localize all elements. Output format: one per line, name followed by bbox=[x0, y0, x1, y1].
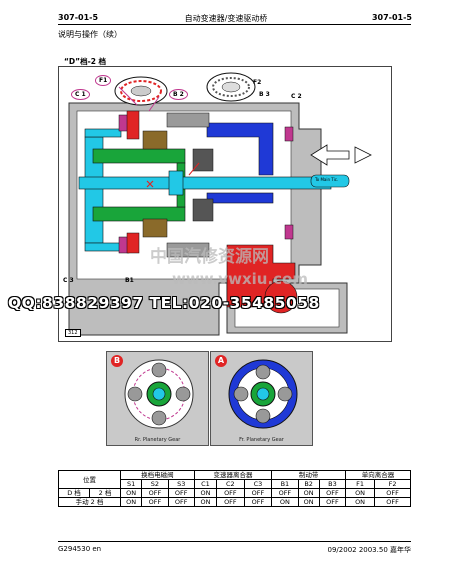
col-header: S2 bbox=[141, 479, 169, 489]
page-number-right: 307-01-5 bbox=[371, 13, 412, 22]
table-cell: ON bbox=[193, 497, 218, 507]
table-group-header-row: 位置 换档电磁阀 变速器离合器 制动带 单向离合器 bbox=[58, 470, 411, 489]
table-cell: ON bbox=[193, 488, 218, 498]
main-shaft bbox=[78, 176, 332, 190]
col-header: S3 bbox=[167, 479, 195, 489]
page-number-left: 307-01-5 bbox=[58, 13, 99, 22]
panel-a-caption: Fr. Planetary Gear bbox=[239, 437, 284, 443]
row-label-main: 手动 2 档 bbox=[58, 497, 121, 507]
col-header: B2 bbox=[297, 479, 320, 489]
red-member-lower bbox=[126, 232, 140, 254]
col-header: B3 bbox=[318, 479, 347, 489]
operation-matrix-table: 位置 换档电磁阀 变速器离合器 制动带 单向离合器 S1 S2 S3 C1 C2… bbox=[58, 470, 411, 507]
table-cell: OFF bbox=[318, 488, 347, 498]
table-cell: OFF bbox=[243, 497, 273, 507]
section-title: 说明与操作（续） bbox=[58, 30, 122, 39]
rear-planetary-gear-diagram bbox=[124, 359, 194, 429]
table-cell: OFF bbox=[141, 488, 169, 498]
header-shift-solenoids: 换档电磁阀 bbox=[120, 470, 195, 480]
green-hub-lower bbox=[92, 206, 186, 222]
label-b3: B 3 bbox=[259, 91, 270, 98]
c2-plates bbox=[284, 126, 294, 142]
table-cell: ON bbox=[119, 488, 143, 498]
figure-title: “D”档-2 档 bbox=[64, 57, 107, 66]
header-clutches: 变速器离合器 bbox=[193, 470, 273, 480]
table-cell: ON bbox=[119, 497, 143, 507]
table-cell: ON bbox=[345, 488, 376, 498]
row-label-main: D 档 bbox=[58, 488, 90, 498]
label-c2: C 2 bbox=[291, 93, 302, 100]
table-cell: OFF bbox=[141, 497, 169, 507]
label-b2: B 2 bbox=[169, 89, 188, 100]
label-shaft-arrow: To Main Tic. bbox=[315, 177, 339, 182]
table-row: 手动 2 档 ON OFF OFF ON OFF OFF ON ON OFF O… bbox=[58, 497, 411, 507]
label-c3: C 3 bbox=[63, 277, 74, 284]
differential-red bbox=[226, 244, 296, 308]
header-one-way-clutches: 单向离合器 bbox=[345, 470, 411, 480]
figure-number: 312 bbox=[65, 329, 81, 337]
label-c1: C 1 bbox=[71, 89, 90, 100]
table-cell: ON bbox=[297, 488, 320, 498]
table-cell: OFF bbox=[216, 497, 245, 507]
col-header: C2 bbox=[216, 479, 245, 489]
col-header: B1 bbox=[271, 479, 299, 489]
col-header: F2 bbox=[374, 479, 411, 489]
transmission-cross-section: C 1 F1 B 2 F2 B 3 C 2 C 3 B1 To Main Tic… bbox=[58, 66, 392, 342]
table-row: D 档 2 档 ON OFF OFF ON OFF OFF OFF ON OFF… bbox=[58, 488, 411, 498]
table-cell: OFF bbox=[318, 497, 347, 507]
footer-edition: 09/2002 2003.50 嘉年华 bbox=[327, 546, 411, 554]
transmission-diagram bbox=[68, 72, 372, 336]
table-cell: OFF bbox=[374, 488, 411, 498]
table-cell: OFF bbox=[167, 497, 195, 507]
watermark-site-cn: 中国汽修资源网 bbox=[150, 247, 269, 267]
blue-drum bbox=[206, 122, 274, 176]
watermark-contact: QQ:838829397 TEL:020-35485058 bbox=[8, 294, 320, 312]
f2-wheel bbox=[206, 72, 256, 102]
label-b1: B1 bbox=[125, 277, 134, 284]
footer-rule bbox=[58, 541, 411, 542]
col-header: C3 bbox=[243, 479, 273, 489]
watermark-site-url: www.vwxiu.com bbox=[172, 270, 308, 288]
output-tag bbox=[310, 174, 350, 188]
planetary-rear bbox=[142, 218, 168, 238]
page-title: 自动变速器/变速驱动桥 bbox=[184, 14, 268, 23]
detail-panel-a: A Fr. Planetary Gear bbox=[210, 351, 313, 446]
input-arrow bbox=[310, 144, 350, 166]
table-cell: OFF bbox=[374, 497, 411, 507]
row-label-sub: 2 档 bbox=[89, 488, 121, 498]
table-cell: OFF bbox=[271, 488, 299, 498]
detail-panel-b: B Rr. Planetary Gear bbox=[106, 351, 209, 446]
engine-symbol bbox=[354, 146, 372, 164]
panel-b-badge: B bbox=[111, 355, 123, 367]
header-rule bbox=[58, 24, 411, 25]
green-hub-upper bbox=[92, 148, 186, 164]
table-cell: ON bbox=[271, 497, 299, 507]
col-header: C1 bbox=[193, 479, 218, 489]
panel-a-badge: A bbox=[215, 355, 227, 367]
f1-wheel bbox=[114, 76, 168, 106]
table-cell: OFF bbox=[243, 488, 273, 498]
table-cell: ON bbox=[345, 497, 376, 507]
label-f2: F2 bbox=[253, 79, 262, 86]
col-header: F1 bbox=[345, 479, 376, 489]
footer-doc-id: G294530 en bbox=[58, 545, 102, 553]
planetary-front bbox=[142, 130, 168, 150]
label-f1: F1 bbox=[95, 75, 112, 86]
table-cell: ON bbox=[297, 497, 320, 507]
col-header: S1 bbox=[119, 479, 143, 489]
table-cell: OFF bbox=[216, 488, 245, 498]
panel-b-caption: Rr. Planetary Gear bbox=[134, 437, 181, 443]
table-cell: OFF bbox=[167, 488, 195, 498]
header-position: 位置 bbox=[58, 470, 121, 489]
header-bands: 制动带 bbox=[271, 470, 347, 480]
front-planetary-gear-diagram bbox=[228, 359, 298, 429]
red-member-upper bbox=[126, 110, 140, 140]
